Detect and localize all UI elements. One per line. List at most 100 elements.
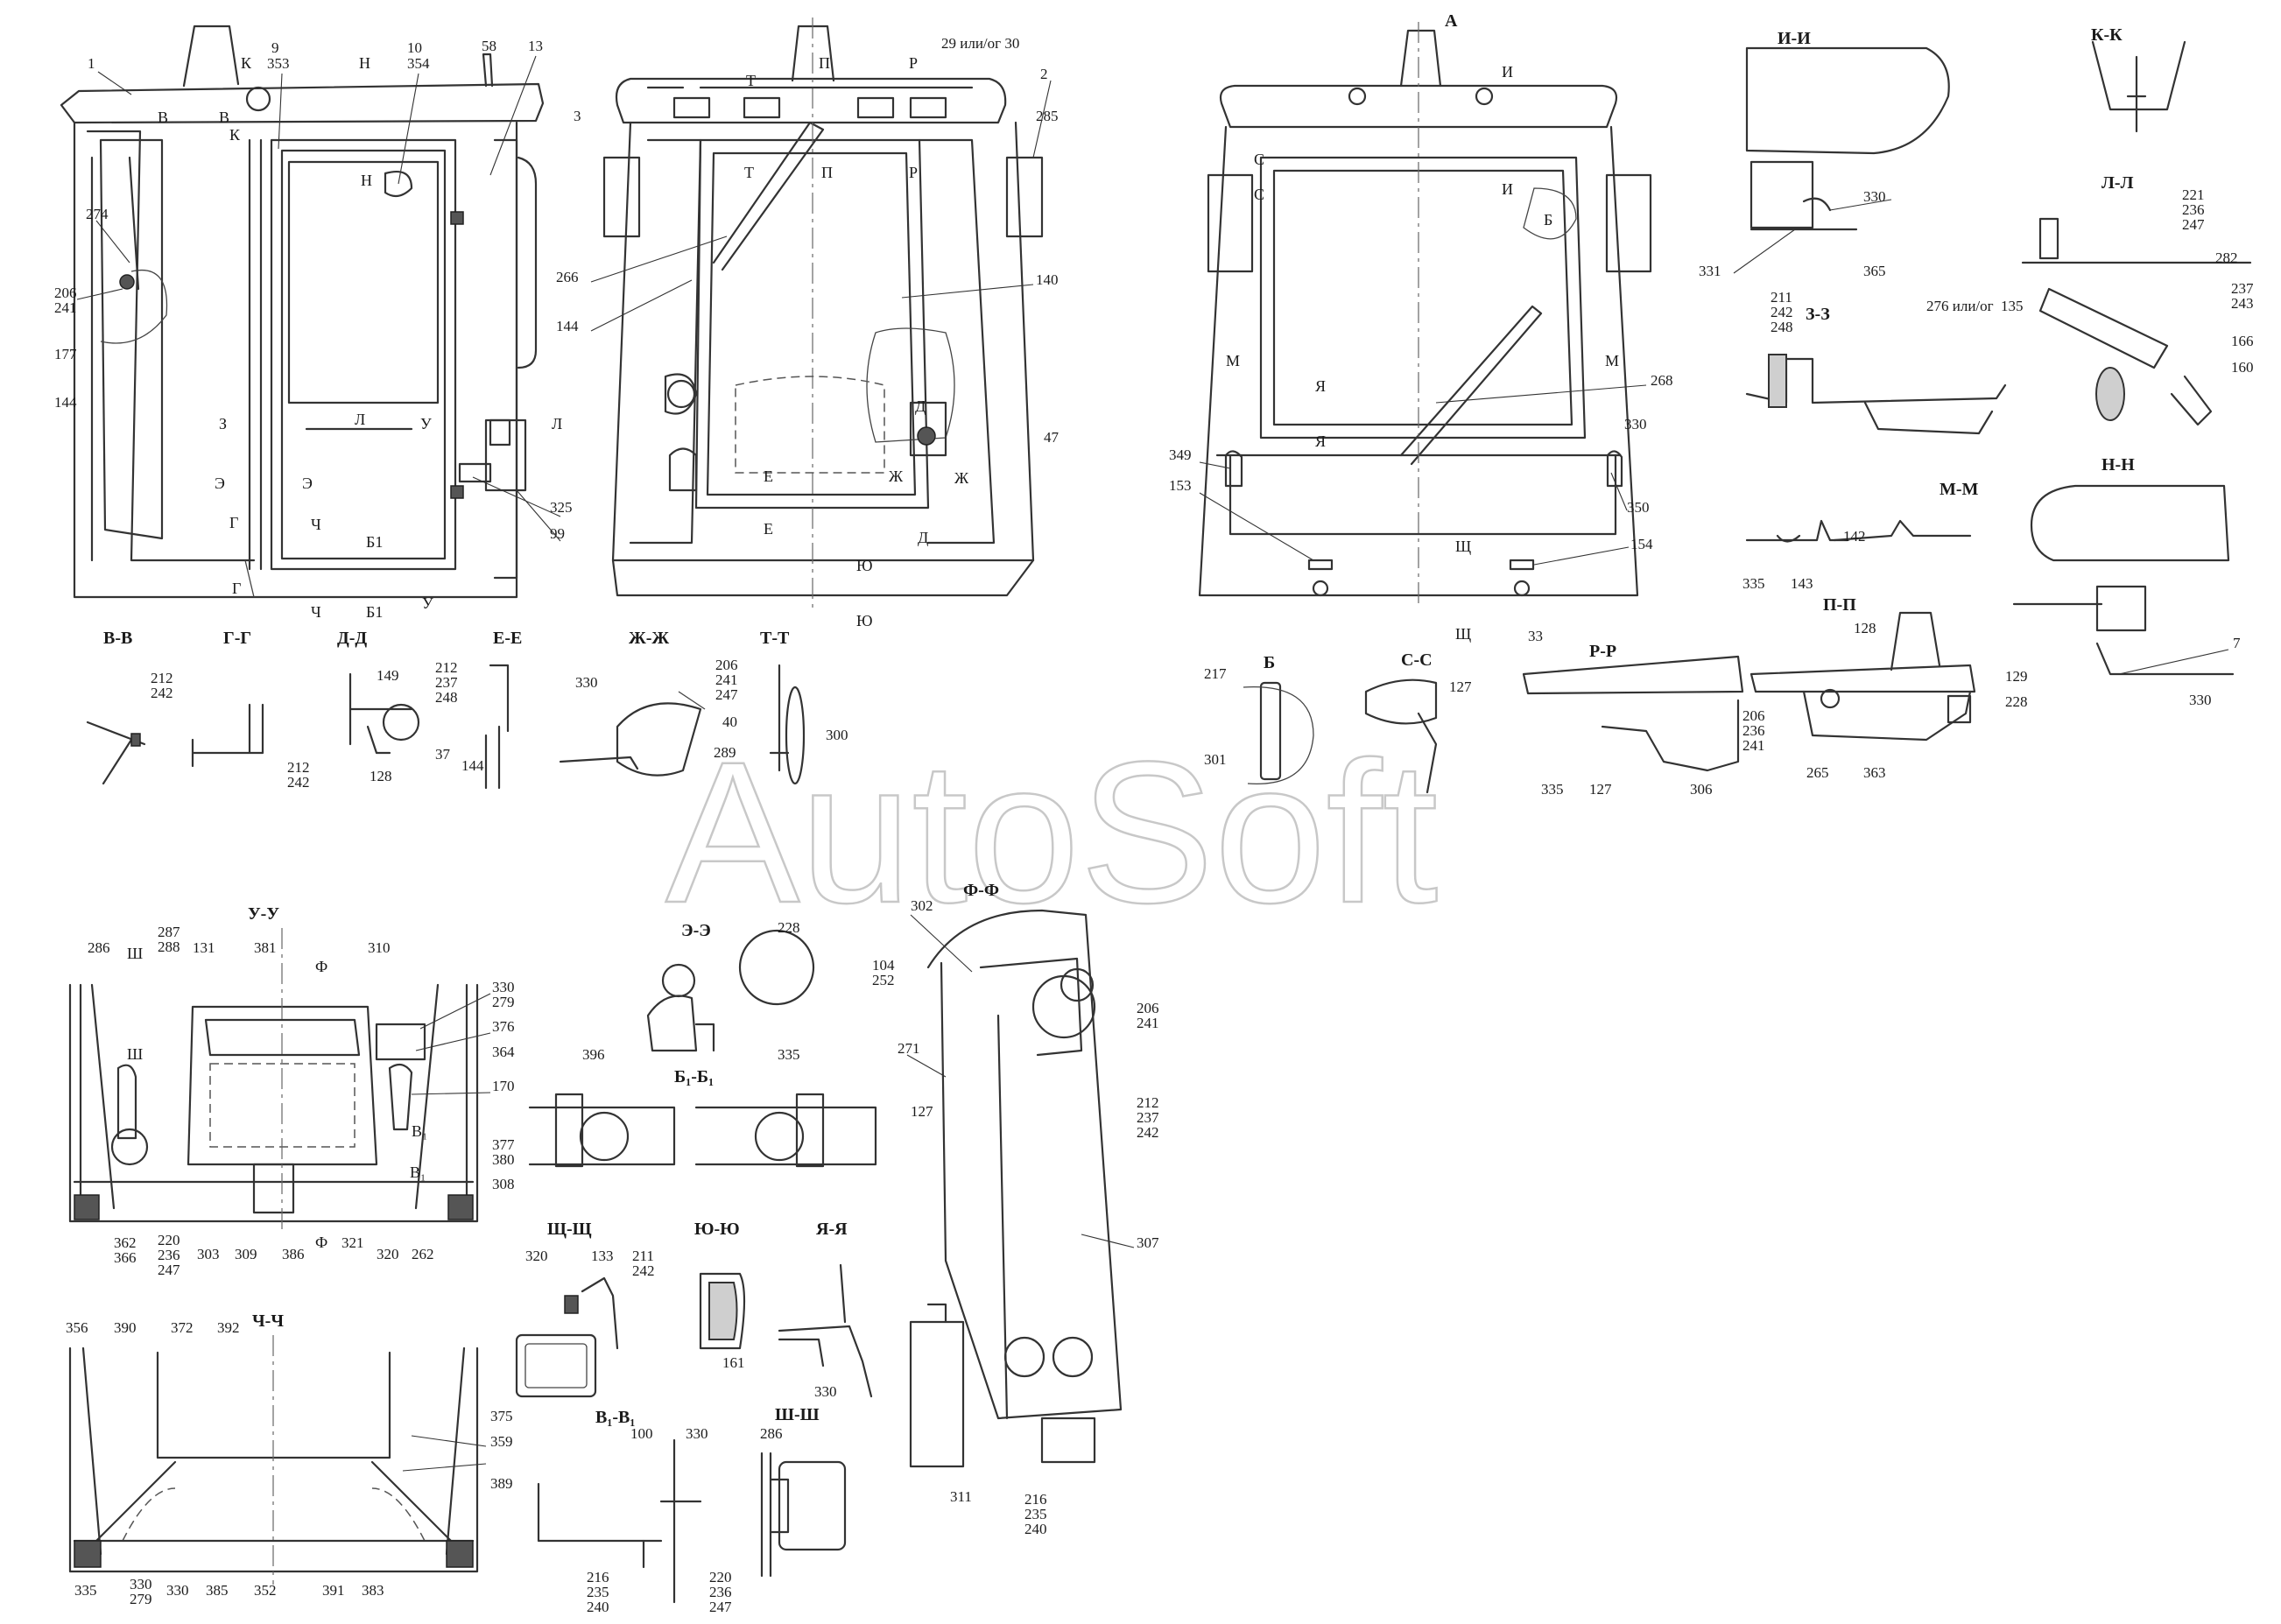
section-mark-letter: В xyxy=(158,109,168,126)
part-number-label: 236 xyxy=(1742,722,1765,739)
part-number-label: 262 xyxy=(412,1246,434,1262)
part-number-label: 228 xyxy=(2005,693,2028,710)
section-zh-zh: Ж-Ж xyxy=(559,629,706,777)
section-title: З-З xyxy=(1806,305,1830,324)
part-number-label: 127 xyxy=(911,1103,933,1120)
section-yu-yu: Ю-Ю xyxy=(694,1220,746,1350)
section-title: Г-Г xyxy=(223,629,251,648)
part-number-label: 129 xyxy=(2005,668,2028,685)
part-number-label: 33 xyxy=(1528,628,1543,644)
part-number-label: 377 xyxy=(492,1136,515,1153)
section-v-v: В-В xyxy=(86,629,146,785)
section-title: Н-Н xyxy=(2101,455,2135,475)
section-n-n: Н-Н xyxy=(2012,455,2235,676)
section-title: Ш-Ш xyxy=(775,1405,820,1424)
part-number-label: 242 xyxy=(287,774,310,791)
section-f-f: Ф-Ф xyxy=(909,881,1123,1468)
part-number-label: 128 xyxy=(1854,620,1876,636)
part-number-label: 237 xyxy=(2231,280,2254,297)
part-number-label: 216 xyxy=(1024,1491,1047,1508)
part-number-label: 143 xyxy=(1791,575,1813,592)
section-sch-sch: Щ-Щ xyxy=(515,1220,619,1398)
part-number-label: 330 xyxy=(814,1383,837,1400)
part-number-label: 307 xyxy=(1137,1234,1159,1251)
leader-lines xyxy=(76,55,2229,1472)
part-number-label: 9 xyxy=(271,39,279,56)
part-number-label: 242 xyxy=(1137,1124,1159,1141)
part-number-label: 206 xyxy=(1137,1000,1159,1016)
part-number-label: 240 xyxy=(587,1599,609,1615)
part-number-label: 353 xyxy=(267,55,290,72)
section-marks: К Н В В К Н З Л Л У Э Э Г Г Ч Ч Б1 Б1 У … xyxy=(127,54,1619,1251)
part-number-label: 220 xyxy=(709,1569,732,1585)
section-mark-letter: Ю xyxy=(856,612,873,629)
section-sh-sh: Ш-Ш xyxy=(760,1405,847,1578)
part-number-label: 310 xyxy=(368,939,391,956)
section-k-k: К-К xyxy=(2091,25,2186,133)
section-mark-letter: Е xyxy=(764,468,773,485)
part-number-label: 330 xyxy=(1863,188,1886,205)
section-title: Ф-Ф xyxy=(963,881,999,900)
section-mark-letter: И xyxy=(1502,63,1513,81)
part-number-label: 211 xyxy=(632,1248,654,1264)
part-number-label: 335 xyxy=(74,1582,97,1599)
part-number-label: 271 xyxy=(898,1040,920,1057)
section-mark-letter: Л xyxy=(552,415,562,432)
part-number-label: 212 xyxy=(151,670,173,686)
part-number-label: 391 xyxy=(322,1582,345,1599)
part-number-label: 241 xyxy=(1137,1015,1159,1031)
section-title: Е-Е xyxy=(493,629,522,648)
section-mark-letter: З xyxy=(219,415,227,432)
part-number-label: 265 xyxy=(1806,764,1829,781)
part-number-label: 286 xyxy=(760,1425,783,1442)
part-number-label: 279 xyxy=(492,994,515,1010)
part-number-label: 240 xyxy=(1024,1521,1047,1537)
section-mark-letter: Щ xyxy=(1455,538,1471,555)
part-number-label: 127 xyxy=(1449,678,1472,695)
part-number-label: 285 xyxy=(1036,108,1059,124)
part-number-label: 170 xyxy=(492,1078,515,1094)
part-number-label: 363 xyxy=(1863,764,1886,781)
section-g-g: Г-Г xyxy=(191,629,264,768)
rear-view: А xyxy=(1198,11,1652,604)
part-number-label: 325 xyxy=(550,499,573,516)
part-number-label: 300 xyxy=(826,727,848,743)
part-number-label: 359 xyxy=(490,1433,513,1450)
section-title: В-В xyxy=(103,629,132,648)
section-mark-letter: В₁ xyxy=(412,1122,427,1140)
view-title-a: А xyxy=(1445,11,1458,31)
part-number-label: 286 xyxy=(88,939,110,956)
part-number-label: 335 xyxy=(1742,575,1765,592)
section-mark-letter: Н xyxy=(359,54,370,72)
section-mark-letter: Б1 xyxy=(366,533,383,551)
watermark: AutoSoft xyxy=(665,720,1438,945)
section-mark-letter: Д xyxy=(918,529,928,546)
part-number-label: 364 xyxy=(492,1044,515,1060)
part-number-label: 248 xyxy=(1771,319,1793,335)
section-mark-letter: Ю xyxy=(856,557,873,574)
part-number-label: 366 xyxy=(114,1249,137,1266)
part-number-label: 166 xyxy=(2231,333,2254,349)
section-mark-letter: Г xyxy=(229,514,238,531)
part-number-label: 289 xyxy=(714,744,736,761)
section-d-d: Д-Д xyxy=(337,629,420,755)
section-p-p: П-П xyxy=(1749,595,1976,742)
section-mark-letter: У xyxy=(422,594,433,612)
part-number-label: 350 xyxy=(1627,499,1650,516)
part-number-label: 211 xyxy=(1771,289,1792,306)
part-number-label: 7 xyxy=(2233,635,2241,651)
part-number-label: 266 xyxy=(556,269,579,285)
part-number-label: 252 xyxy=(872,972,895,988)
part-number-label: 206 xyxy=(715,657,738,673)
part-number-label: 236 xyxy=(2182,201,2205,218)
section-title: У-У xyxy=(248,904,279,924)
part-number-label: 128 xyxy=(370,768,392,784)
part-number-label: 349 xyxy=(1169,446,1192,463)
section-title: Д-Д xyxy=(337,629,367,648)
section-mark-letter: Ж xyxy=(954,469,969,487)
part-number-label: 365 xyxy=(1863,263,1886,279)
part-number-label: 13 xyxy=(528,38,543,54)
part-number-label: 279 xyxy=(130,1591,152,1607)
section-mark-letter: М xyxy=(1226,352,1240,369)
